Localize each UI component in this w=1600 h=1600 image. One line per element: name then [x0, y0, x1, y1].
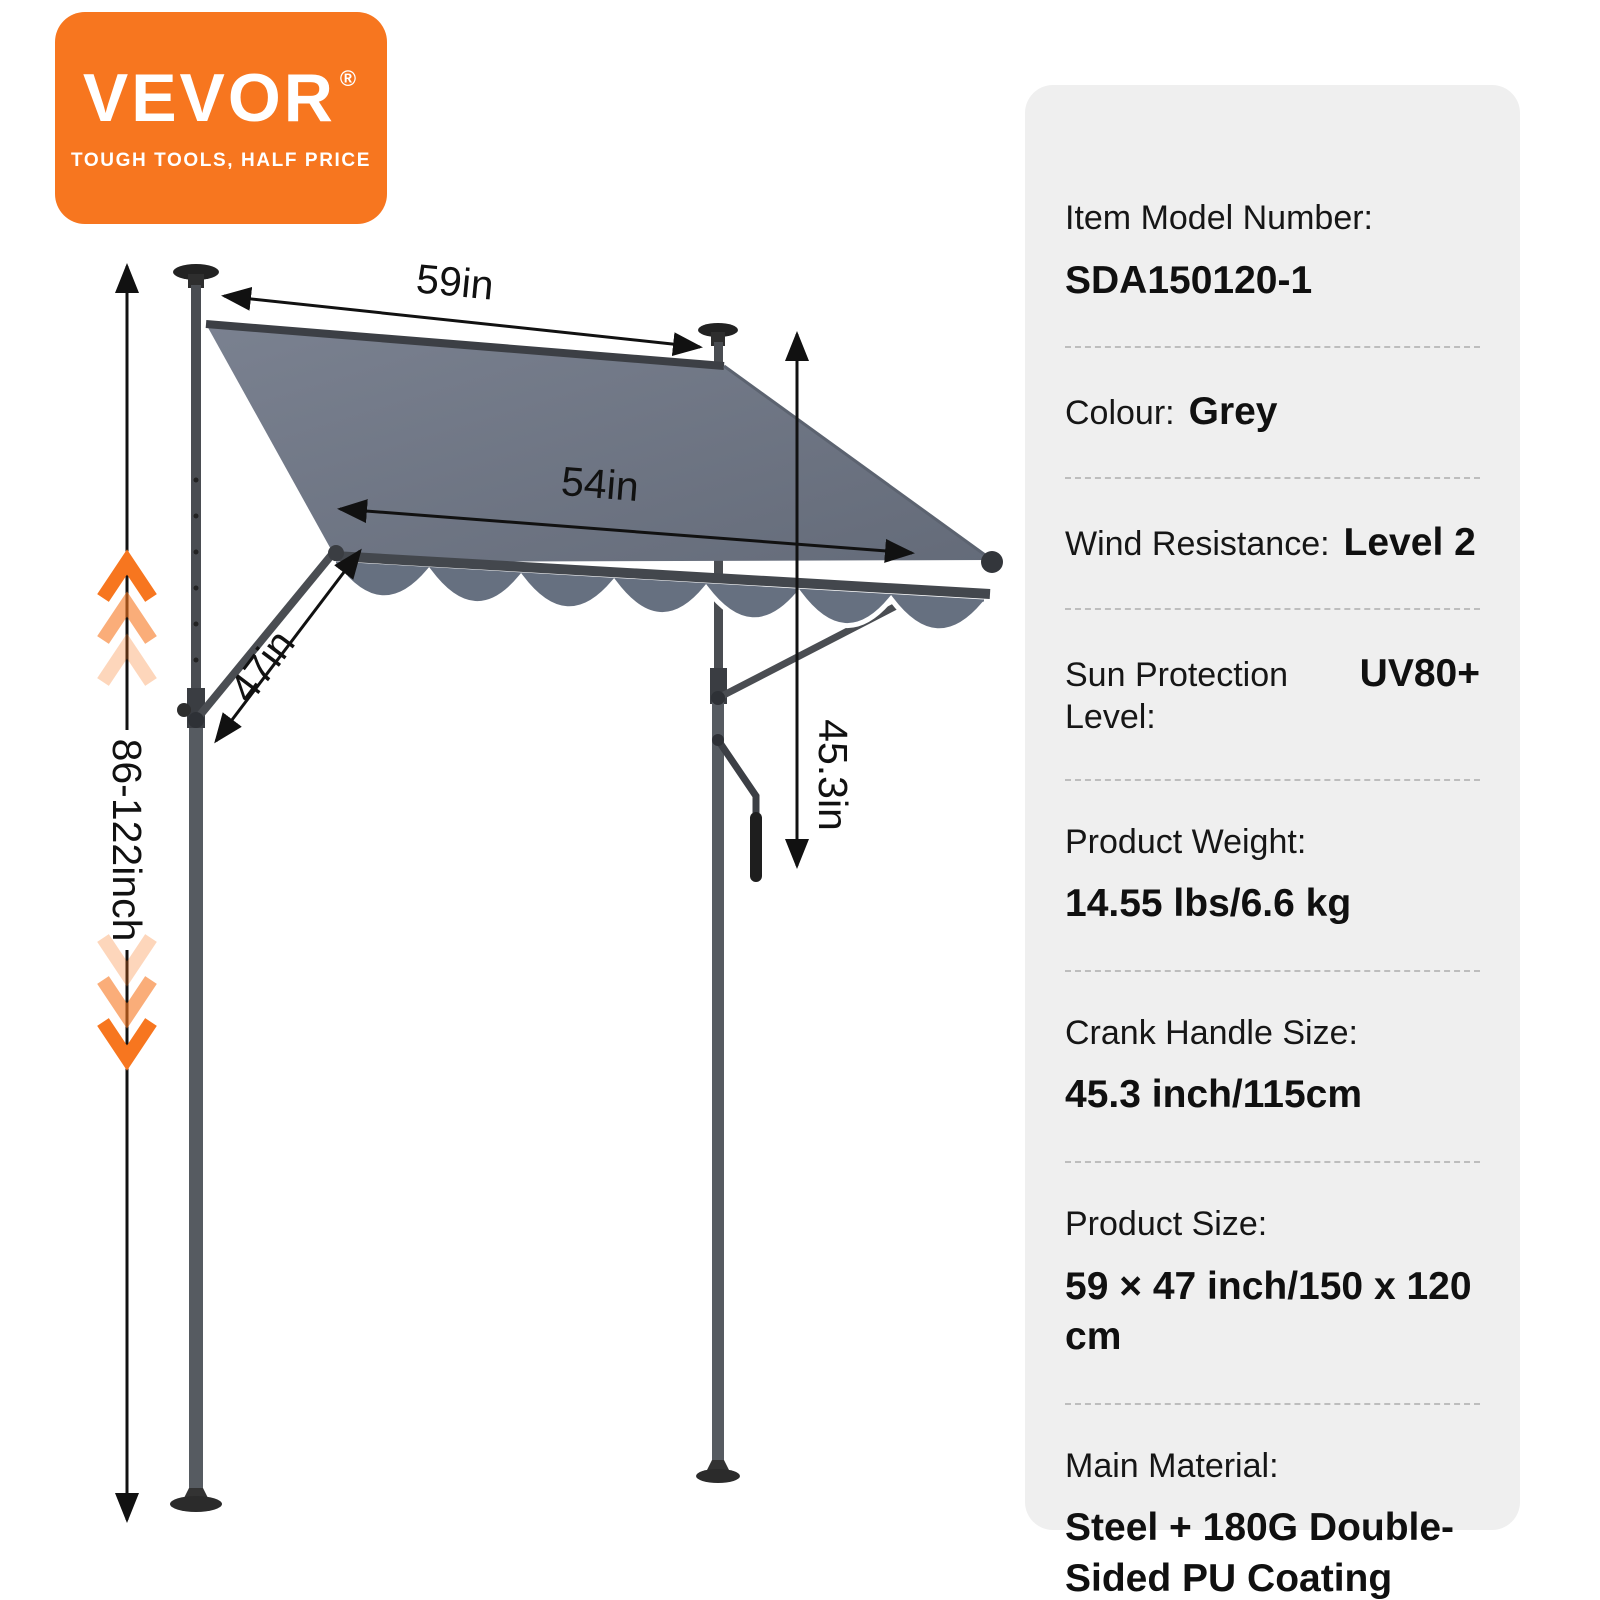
label-crank-height: 45.3in	[810, 719, 856, 831]
spec-item-main-material: Main Material: Steel + 180G Double-Sided…	[1065, 1445, 1480, 1600]
dimension-arrows	[214, 286, 915, 869]
spec-label: Product Size:	[1065, 1205, 1268, 1244]
spec-label: Wind Resistance:	[1065, 524, 1330, 563]
divider	[1065, 476, 1480, 479]
divider	[1065, 1402, 1480, 1405]
spec-item-wind-resistance: Wind Resistance: Level 2	[1065, 519, 1480, 568]
arrow-front-width	[337, 499, 915, 563]
height-adjust-chevrons	[97, 549, 157, 1071]
spec-label: Item Model Number:	[1065, 199, 1373, 237]
label-front-width: 54in	[560, 458, 641, 510]
label-pole-height: 86-122inch	[104, 739, 150, 942]
left-pole	[170, 264, 222, 1512]
spec-value: Steel + 180G Double-Sided PU Coating	[1065, 1506, 1455, 1600]
brand-tagline: TOUGH TOOLS, HALF PRICE	[71, 150, 371, 171]
height-dimension	[100, 263, 154, 1523]
spec-label: Product Weight:	[1065, 822, 1307, 861]
divider	[1065, 346, 1480, 349]
vevor-logo: VEVOR® TOUGH TOOLS, HALF PRICE	[55, 12, 387, 224]
spec-item-sun-protection: Sun Protection Level: UV80+	[1065, 650, 1480, 739]
spec-value: UV80+	[1359, 651, 1480, 695]
spec-value: SDA150120-1	[1065, 258, 1313, 302]
brand-name: VEVOR®	[83, 64, 359, 132]
spec-label: Main Material:	[1065, 1446, 1279, 1485]
spec-item-product-weight: Product Weight: 14.55 lbs/6.6 kg	[1065, 821, 1480, 930]
spec-item-product-size: Product Size: 59 × 47 inch/150 x 120 cm	[1065, 1203, 1480, 1363]
spec-value: 14.55 lbs/6.6 kg	[1065, 882, 1352, 926]
spec-value: 45.3 inch/115cm	[1065, 1073, 1363, 1117]
crank-handle	[712, 734, 762, 882]
spec-panel: Item Model Number: SDA150120-1 Colour: G…	[1025, 85, 1520, 1600]
spec-item-colour: Colour: Grey	[1065, 388, 1480, 437]
spec-value: Grey	[1188, 390, 1278, 434]
registered-mark: ®	[339, 66, 360, 91]
arrow-top-width	[221, 286, 703, 357]
spec-item-crank-handle-size: Crank Handle Size: 45.3 inch/115cm	[1065, 1012, 1480, 1121]
label-top-width: 59in	[414, 255, 496, 308]
divider	[1065, 778, 1480, 781]
awning-canopy	[205, 320, 993, 562]
spec-label: Crank Handle Size:	[1065, 1013, 1358, 1052]
spec-label: Colour:	[1065, 394, 1175, 433]
label-depth: 47in	[220, 621, 303, 711]
divider	[1065, 1161, 1480, 1164]
spec-value: 59 × 47 inch/150 x 120 cm	[1065, 1264, 1472, 1359]
divider	[1065, 607, 1480, 610]
awning-diagram: 59in 54in 47in 45.3in 86-122inch	[97, 255, 1003, 1523]
spec-label: Sun Protection Level:	[1065, 655, 1289, 737]
spec-item-model-number: Item Model Number: SDA150120-1	[1065, 197, 1480, 306]
arrow-depth	[214, 548, 362, 744]
spec-value: Level 2	[1343, 520, 1476, 564]
divider	[1065, 969, 1480, 972]
brand-text: VEVOR	[82, 60, 336, 136]
